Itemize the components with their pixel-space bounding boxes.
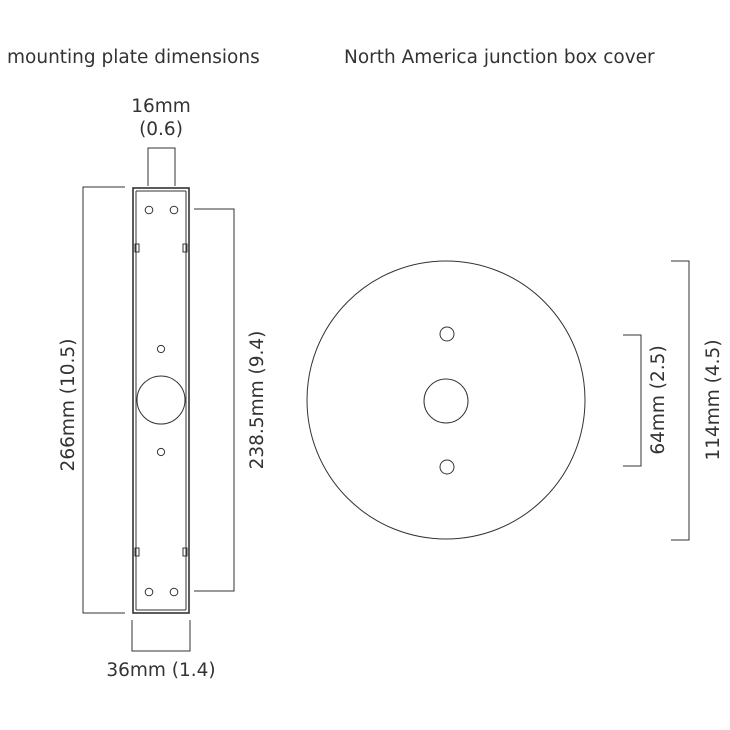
plate-center-hole-bottom <box>156 447 166 457</box>
dimension-width-label: 36mm (1.4) <box>106 660 215 681</box>
dimension-overall-height-label: 266mm (10.5) <box>58 339 79 472</box>
plate-tab-top-left <box>134 243 140 253</box>
dimension-cover-diameter: 114mm (4.5) <box>671 260 724 541</box>
dimension-top-width-in: (0.6) <box>139 119 183 140</box>
dimension-hole-spacing-label: 238.5mm (9.4) <box>247 331 268 470</box>
plate-center-hole-top <box>156 344 166 354</box>
dimension-cover-hole-spacing-label: 64mm (2.5) <box>648 345 669 454</box>
cover-screw-hole-top <box>439 326 455 342</box>
dimension-cover-hole-spacing-bracket <box>623 334 642 467</box>
dimension-width-bracket <box>131 620 191 652</box>
plate-tab-top-right <box>182 243 188 253</box>
dimension-cover-diameter-bracket <box>671 260 690 541</box>
mounting-plate-heading: mounting plate dimensions <box>7 47 260 68</box>
dimension-hole-spacing: 238.5mm (9.4) <box>194 208 268 592</box>
dimension-hole-spacing-bracket <box>194 208 235 592</box>
cover-outline <box>306 260 586 540</box>
junction-box-heading: North America junction box cover <box>344 47 655 68</box>
dimension-top-width-bracket <box>147 147 176 186</box>
dimension-overall-height-bracket <box>82 186 125 614</box>
dimension-width: 36mm (1.4) <box>106 620 216 681</box>
dimension-top-width: 16mm (0.6) <box>131 96 191 186</box>
plate-screw-hole-bottom-right <box>169 587 179 597</box>
dimension-cover-hole-spacing: 64mm (2.5) <box>623 334 669 467</box>
dimension-top-width-mm: 16mm <box>131 96 191 117</box>
plate-tab-bottom-left <box>134 547 140 557</box>
plate-outline <box>132 187 190 614</box>
dimension-overall-height: 266mm (10.5) <box>58 186 125 614</box>
junction-box-cover <box>306 260 586 540</box>
plate-tab-bottom-right <box>182 547 188 557</box>
cover-screw-hole-bottom <box>439 459 455 475</box>
dimension-cover-diameter-label: 114mm (4.5) <box>703 339 724 460</box>
plate-screw-hole-top-left <box>144 205 154 215</box>
plate-screw-hole-bottom-left <box>144 587 154 597</box>
plate-wire-opening <box>136 375 186 425</box>
cover-center-opening <box>423 378 469 424</box>
mounting-plate <box>132 187 190 614</box>
plate-screw-hole-top-right <box>169 205 179 215</box>
